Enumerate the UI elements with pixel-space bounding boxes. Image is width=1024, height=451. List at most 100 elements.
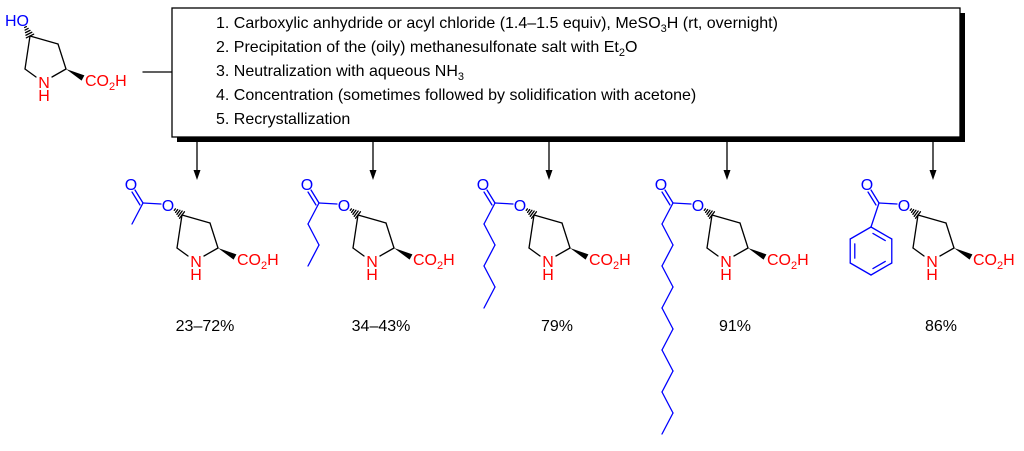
bond (176, 214, 183, 249)
hashed-bond-segment (526, 208, 531, 213)
condition-step-1: 1. Carboxylic anhydride or acyl chloride… (216, 15, 778, 35)
alkyl-chain-bond (661, 328, 674, 351)
carbonyl-bond (131, 191, 141, 206)
carboxylic-acid-label: CO2H (237, 252, 279, 272)
benzene-double-bond (872, 232, 886, 242)
carbonyl-oxygen-label: O (125, 177, 137, 194)
nitrogen-label: N (38, 75, 50, 92)
hashed-bond-segment (703, 208, 707, 212)
bond (357, 214, 387, 224)
reaction-arrowhead (545, 170, 553, 180)
hashed-bond-segment (352, 209, 357, 215)
hashed-bond-segment (912, 209, 917, 215)
box-frame (171, 7, 961, 138)
carbonyl-oxygen-label: O (477, 177, 489, 194)
hashed-bond-segment (25, 33, 35, 39)
bond (912, 247, 925, 257)
alkyl-chain-bond (483, 265, 496, 288)
nh-hydrogen-label: H (926, 267, 938, 284)
nh-hydrogen-label: H (366, 267, 378, 284)
bond (24, 68, 37, 78)
alkyl-chain-bond (307, 244, 320, 267)
alkyl-chain-bond (483, 223, 496, 246)
wedge-bond (218, 248, 237, 260)
hashed-bond-segment (24, 25, 27, 29)
bond (352, 247, 365, 257)
carboxylic-acid-label: CO2H (589, 252, 631, 272)
carbonyl-bond (483, 191, 493, 206)
alkyl-chain-bond (131, 202, 144, 225)
bond (706, 214, 713, 249)
hashed-bond-segment (354, 211, 362, 219)
bond (379, 247, 395, 257)
hashed-bond-segment (25, 31, 33, 36)
nitrogen-label: N (926, 254, 938, 271)
nitrogen-label: N (190, 254, 202, 271)
hashed-bond-segment (349, 208, 353, 212)
hashed-bond-segment (909, 208, 913, 212)
reaction-arrowhead (929, 170, 937, 180)
product-yield: 91% (719, 318, 751, 335)
product-yield: 23–72% (176, 318, 235, 335)
alkyl-chain-bond (661, 286, 674, 309)
bond (561, 222, 571, 249)
benzene-ring-bond (849, 262, 872, 276)
conditions-box: 1. Carboxylic anhydride or acyl chloride… (171, 7, 965, 142)
wedge-bond (954, 248, 973, 260)
carbonyl-bond (134, 189, 144, 204)
product-yield: 86% (925, 318, 957, 335)
carboxylic-acid-label: CO2H (413, 252, 455, 272)
hashed-bond-segment (910, 208, 915, 213)
hashed-bond-segment (173, 208, 177, 212)
carbonyl-oxygen-label: O (301, 177, 313, 194)
benzene-ring-bond (870, 262, 893, 276)
hashed-bond-segment (529, 210, 535, 217)
hashed-bond-segment (708, 211, 716, 219)
ester-bond (878, 202, 898, 205)
carboxylic-acid-label: CO2H (85, 73, 127, 93)
ester-oxygen-label: O (692, 198, 704, 215)
ester-bond (318, 202, 338, 205)
nitrogen-label: N (720, 254, 732, 271)
carbonyl-bond (867, 191, 877, 206)
alkyl-chain-bond (661, 412, 674, 435)
bond (29, 35, 59, 45)
wedge-bond (394, 248, 413, 260)
hashed-bond-segment (178, 211, 186, 219)
carbonyl-bond (664, 189, 674, 204)
alkyl-chain-bond (307, 223, 320, 246)
alkyl-chain-bond (661, 202, 674, 225)
condition-step-5: 5. Recrystallization (216, 111, 350, 128)
bond (209, 222, 219, 249)
hashed-bond-segment (707, 210, 713, 217)
bond (533, 214, 563, 224)
alkyl-chain-bond (661, 307, 674, 330)
alkyl-chain-bond (483, 244, 496, 267)
bond (939, 247, 955, 257)
wedge-bond (570, 248, 589, 260)
hashed-bond-segment (174, 208, 179, 213)
hashed-bond-segment (530, 211, 538, 219)
bond (181, 214, 211, 224)
carbonyl-bond (310, 189, 320, 204)
product-yield: 34–43% (352, 318, 411, 335)
reaction-arrowhead (369, 170, 377, 180)
bond (528, 214, 535, 249)
bond (24, 35, 31, 70)
bond (733, 247, 749, 257)
ester-oxygen-label: O (514, 198, 526, 215)
carbonyl-bond (307, 191, 317, 206)
wedge-bond (66, 69, 85, 81)
hashed-bond-segment (24, 29, 31, 34)
reaction-arrowhead (193, 170, 201, 180)
bond (739, 222, 749, 249)
carbonyl-bond (870, 189, 880, 204)
bond (528, 247, 541, 257)
ester-bond (672, 202, 692, 205)
alkyl-chain-bond (661, 370, 674, 393)
condition-step-2: 2. Precipitation of the (oily) methanesu… (216, 39, 637, 59)
alkyl-chain-bond (483, 286, 496, 309)
